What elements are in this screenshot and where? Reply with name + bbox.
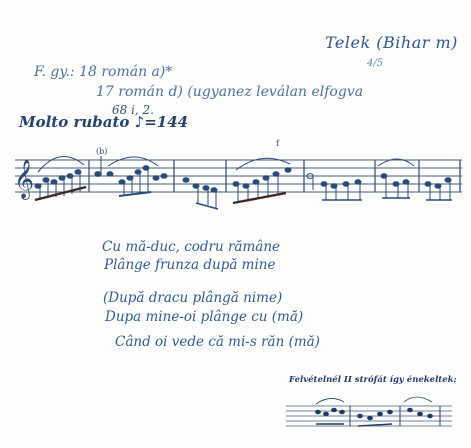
lyric-line-4: Dupa mine-oi plânge cu (mă) [105,309,304,325]
source-line-2: 17 román d) (ugyanez leválan elfogva [96,84,364,100]
lyric-line-1: Cu mă-duc, codru rămâne [102,239,281,255]
source-line-1: F. gy.: 18 román a)* [34,64,173,80]
notes: (b) f [34,139,452,210]
tempo-marking: Molto rubato ♪=144 [19,113,189,131]
lyric-line-2: Plânge frunza după mine [104,257,276,273]
barlines [88,160,461,192]
small-staff-notes [315,396,441,427]
svg-text:f: f [276,139,280,148]
source-line-3: 68 i, 2. [112,103,154,117]
lyric-line-5: Când oi vede că mi-s răn (mă) [115,334,320,350]
location-title: Telek (Bihar m) [325,33,458,52]
svg-text:(b): (b) [96,147,107,156]
lyric-line-3: (După dracu plângă nime) [103,290,283,306]
location-sub: 4/5 [367,58,384,69]
treble-clef-icon: 𝄞 [14,159,34,200]
second-stanza-note: Felvételnél II strófát így énekeltek: [289,375,457,385]
